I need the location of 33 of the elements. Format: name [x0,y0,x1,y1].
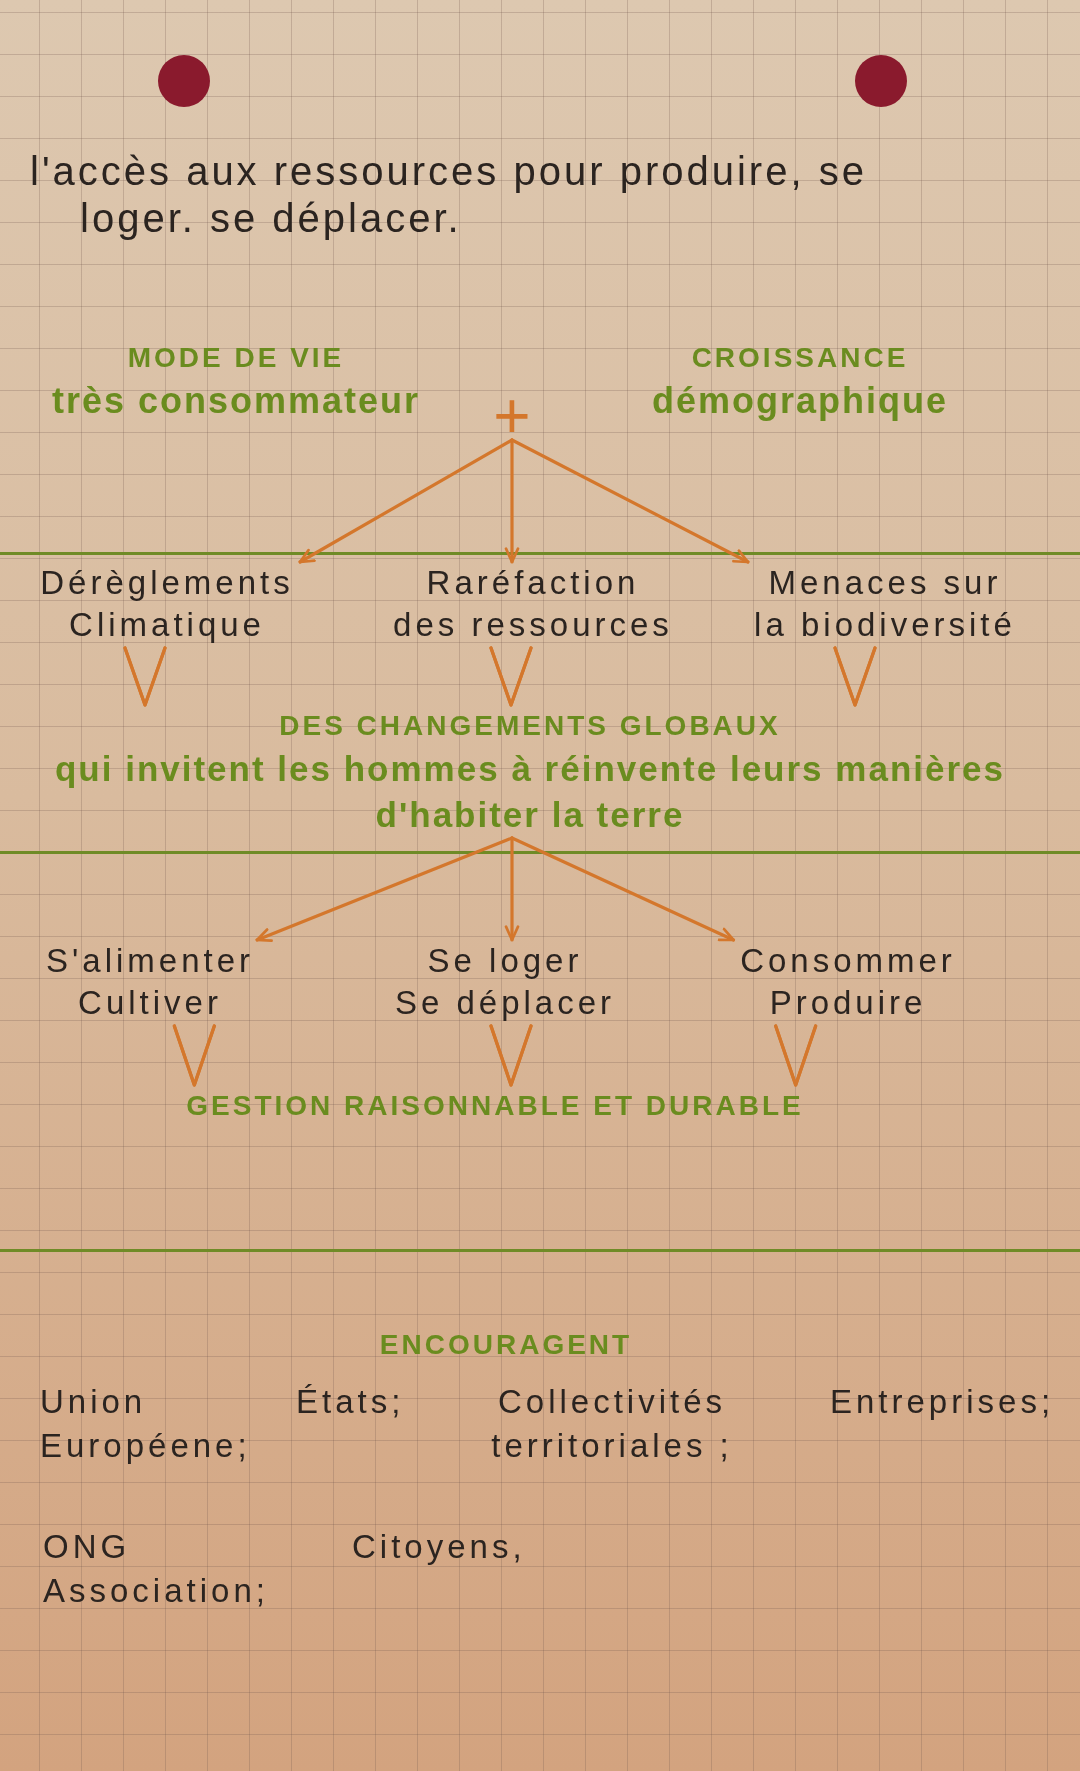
heading-text: GESTION RAISONNABLE ET DURABLE [186,1086,804,1126]
chevron-arrow [489,646,533,707]
sentence-text: l'accès aux ressources pour produire, se loger. se déplacer. [30,148,868,242]
chevron-arrow [123,646,167,707]
chevron-arrow [172,1024,216,1087]
item-text: Menaces sur la biodiversité [740,562,1030,646]
list-item-text: Union Européene; [40,1382,252,1466]
chevron-arrow [774,1024,818,1087]
item-text: Se loger Se déplacer [380,940,630,1024]
heading-text: ENCOURAGENT [379,1328,633,1362]
plus-sign: + [493,392,531,440]
item-text: Dérèglements Climatique [19,562,315,646]
item-text: S'alimenter Cultiver [35,940,265,1024]
arrow [510,836,736,942]
chevron-arrow [833,646,877,707]
heading-text: CROISSANCE [691,341,909,375]
item-text: Consommer Produire [725,940,971,1024]
list-item-text: Citoyens, [352,1527,526,1567]
body-text: très consommateur [51,379,421,423]
list-item-text: ONG Association; [43,1527,270,1611]
body-text: qui invitent les hommes à réinvente leurs manières d'habiter la terre [53,748,1006,836]
item-text: Raréfaction des ressources [378,562,688,646]
arrow [504,438,520,564]
list-item-text: États; [296,1382,405,1422]
list-item-text: Entreprises; [830,1382,1055,1422]
arrow [504,836,520,942]
body-text: démographique [652,379,948,423]
chevron-arrow [489,1024,533,1087]
heading-text: DES CHANGEMENTS GLOBAUX [279,709,781,743]
heading-text: MODE DE VIE [127,341,345,375]
list-item-text: Collectivités territoriales ; [490,1382,734,1466]
arrow [255,836,514,942]
arrow [510,438,750,564]
